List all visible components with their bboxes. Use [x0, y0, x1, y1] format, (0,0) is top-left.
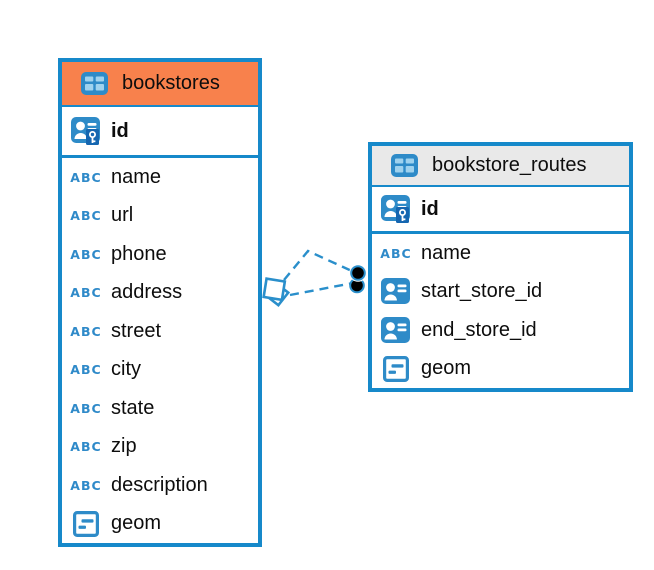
column-row[interactable]: ABC name	[62, 158, 258, 197]
table-title: bookstores	[122, 72, 220, 94]
column-name: start_store_id	[421, 280, 543, 303]
column-name: geom	[111, 512, 162, 535]
table-icon	[385, 154, 423, 177]
table-node-bookstore-routes[interactable]: bookstore_routes id ABC name	[368, 142, 633, 392]
column-row[interactable]: ABC zip	[62, 427, 258, 466]
primary-key-icon	[377, 194, 415, 224]
table-title: bookstore_routes	[432, 154, 587, 176]
column-row[interactable]: end_store_id	[372, 311, 629, 350]
column-name: zip	[111, 435, 137, 458]
column-name: url	[111, 204, 134, 227]
column-name: end_store_id	[421, 318, 537, 341]
text-type-icon: ABC	[70, 323, 102, 339]
column-row[interactable]: ABC city	[62, 350, 258, 389]
column-row[interactable]: ABC phone	[62, 235, 258, 274]
primary-key-icon	[67, 116, 105, 146]
text-type-icon: ABC	[70, 400, 102, 416]
column-row[interactable]: ABC description	[62, 466, 258, 505]
column-row[interactable]: geom	[62, 504, 258, 543]
column-row[interactable]: ABC address	[62, 273, 258, 312]
column-row[interactable]: geom	[372, 349, 629, 388]
table-node-bookstores[interactable]: bookstores id ABC name	[58, 58, 262, 547]
text-type-icon: ABC	[70, 285, 102, 301]
geometry-type-icon	[377, 355, 415, 382]
text-type-icon: ABC	[70, 246, 102, 262]
column-name: id	[421, 197, 439, 220]
column-name: state	[111, 396, 155, 419]
table-header-bookstore-routes[interactable]: bookstore_routes	[372, 146, 629, 187]
column-name: phone	[111, 242, 167, 265]
text-type-icon: ABC	[380, 245, 412, 261]
geometry-type-icon	[67, 510, 105, 537]
text-type-icon: ABC	[70, 362, 102, 378]
table-icon	[75, 72, 113, 95]
column-name: city	[111, 358, 141, 381]
column-row[interactable]: start_store_id	[372, 272, 629, 311]
column-row[interactable]: ABC state	[62, 389, 258, 428]
column-name: name	[111, 165, 162, 188]
relationship-line-lower[interactable]	[289, 281, 354, 297]
column-name: geom	[421, 357, 472, 380]
diamond-endpoint[interactable]	[262, 277, 291, 308]
table-header-bookstores[interactable]: bookstores	[62, 62, 258, 107]
column-row-pk-id[interactable]: id	[372, 187, 629, 234]
column-name: name	[421, 241, 472, 264]
column-row[interactable]: ABC street	[62, 312, 258, 351]
column-name: description	[111, 473, 208, 496]
column-row[interactable]: ABC url	[62, 196, 258, 235]
text-type-icon: ABC	[70, 169, 102, 185]
text-type-icon: ABC	[70, 208, 102, 224]
reference-type-icon	[377, 278, 415, 305]
reference-type-icon	[377, 316, 415, 344]
column-row[interactable]: ABC name	[372, 234, 629, 273]
column-name: street	[111, 319, 162, 342]
text-type-icon: ABC	[70, 439, 102, 455]
column-name: address	[111, 281, 183, 304]
column-name: id	[111, 119, 129, 142]
text-type-icon: ABC	[70, 477, 102, 493]
dot-endpoints[interactable]	[349, 264, 367, 294]
column-row-pk-id[interactable]: id	[62, 107, 258, 158]
relationship-line-upper[interactable]	[283, 249, 355, 281]
